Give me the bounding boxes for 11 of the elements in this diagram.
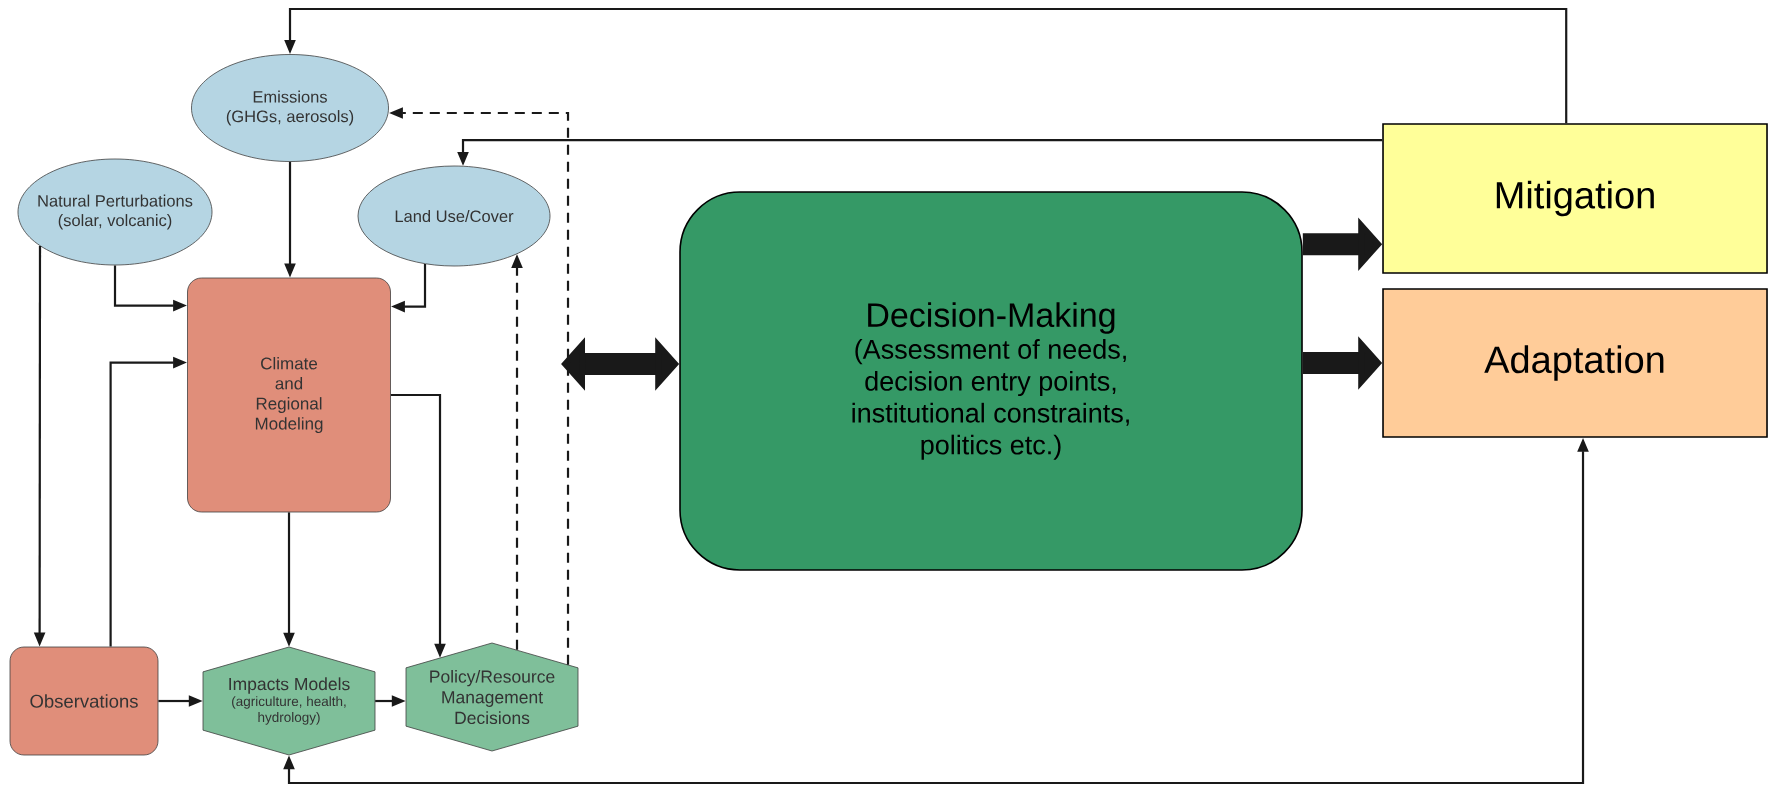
ellipse-node: Land Use/Cover	[357, 165, 551, 267]
arrow	[284, 7, 1568, 124]
hexagon-node: Impacts Models (agriculture, health, hydrology)	[202, 646, 376, 756]
rounded-box: Climate and Regional Modeling	[187, 277, 391, 513]
ellipse-node: Natural Perturbations (solar, volcanic)	[17, 158, 213, 266]
rounded-box: Observations	[9, 646, 159, 756]
rectangle-box: Adaptation	[1382, 288, 1768, 438]
hexagon-node: Policy/Resource Management Decisions	[405, 642, 579, 752]
rectangle-box: Mitigation	[1382, 123, 1768, 274]
rounded-box: Decision-Making (Assessment of needs, decision entry points, institutional constraints, politics etc.)	[679, 191, 1303, 571]
ellipse-node: Emissions (GHGs, aerosols)	[191, 54, 389, 162]
